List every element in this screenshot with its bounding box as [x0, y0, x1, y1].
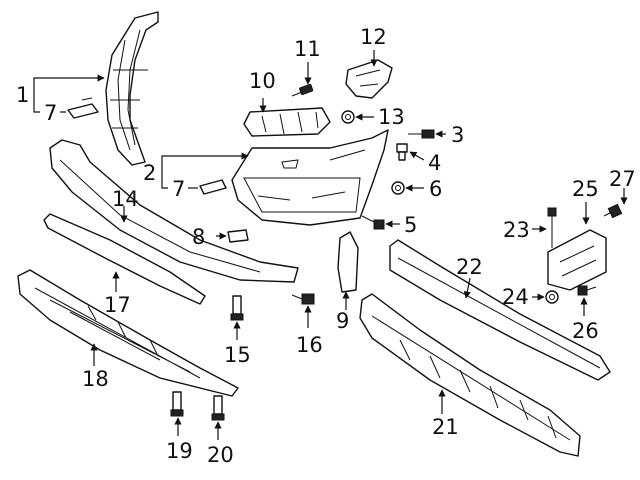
- callout-22: 22: [456, 255, 483, 279]
- callout-11: 11: [294, 37, 321, 61]
- part-17-strip: [43, 213, 206, 305]
- callout-12: 12: [360, 25, 387, 49]
- callout-13: 13: [378, 105, 405, 129]
- part-24-nut: [545, 290, 559, 304]
- callout-20: 20: [207, 443, 234, 467]
- part-25-mounting-bracket: [547, 229, 607, 291]
- callout-16: 16: [296, 333, 323, 357]
- part-27-bolt: [603, 203, 623, 219]
- part-7-cover-upper: [67, 97, 99, 119]
- callout-26: 26: [572, 319, 599, 343]
- callout-17: 17: [104, 293, 131, 317]
- callout-labels: 1 7 2 7 10 11 12 13 3 4 6 5 8 9 14 17 18…: [16, 25, 636, 467]
- callout-7-upper: 7: [44, 101, 57, 125]
- part-26-bolt: [577, 285, 597, 296]
- callout-27: 27: [609, 167, 636, 191]
- callout-15: 15: [224, 343, 251, 367]
- callout-5: 5: [404, 213, 417, 237]
- part-2-bumper-cover: [231, 129, 389, 226]
- callout-14: 14: [112, 187, 139, 211]
- part-4-clip: [396, 143, 408, 161]
- callout-24: 24: [502, 285, 529, 309]
- part-19-screw: [170, 391, 184, 417]
- callout-2: 2: [143, 161, 156, 185]
- callout-3: 3: [451, 123, 464, 147]
- part-23-bolt: [547, 207, 557, 248]
- leader-lines: [33, 50, 628, 440]
- part-1-grille-bracket: [105, 11, 159, 166]
- part-12-bracket: [345, 59, 393, 99]
- part-20-screw: [211, 395, 225, 421]
- callout-10: 10: [249, 69, 276, 93]
- part-14-lower-spoiler: [49, 139, 299, 283]
- callout-6: 6: [429, 177, 442, 201]
- part-3-bolt: [408, 129, 435, 139]
- callout-9: 9: [336, 309, 349, 333]
- callout-23: 23: [503, 218, 530, 242]
- part-21-absorber: [359, 293, 581, 457]
- part-11-bolt: [291, 83, 314, 97]
- callout-8: 8: [192, 225, 205, 249]
- callout-7-lower: 7: [172, 177, 185, 201]
- callout-21: 21: [432, 415, 459, 439]
- part-6-nut: [391, 181, 405, 195]
- part-16-bolt: [291, 293, 315, 305]
- part-13-nut: [341, 110, 355, 124]
- callout-25: 25: [572, 177, 599, 201]
- callout-18: 18: [82, 367, 109, 391]
- part-22-impact-bar: [389, 239, 611, 381]
- part-15-screw: [230, 295, 244, 321]
- callout-19: 19: [166, 439, 193, 463]
- part-9-bracket: [337, 231, 359, 293]
- part-18-lower-shield: [17, 269, 239, 397]
- part-7-cover-lower: [199, 179, 227, 195]
- callout-1: 1: [16, 83, 29, 107]
- part-8-bracket: [227, 229, 249, 243]
- part-5-bolt: [361, 215, 385, 230]
- part-10-center-bracket: [243, 107, 331, 137]
- callout-4: 4: [428, 151, 441, 175]
